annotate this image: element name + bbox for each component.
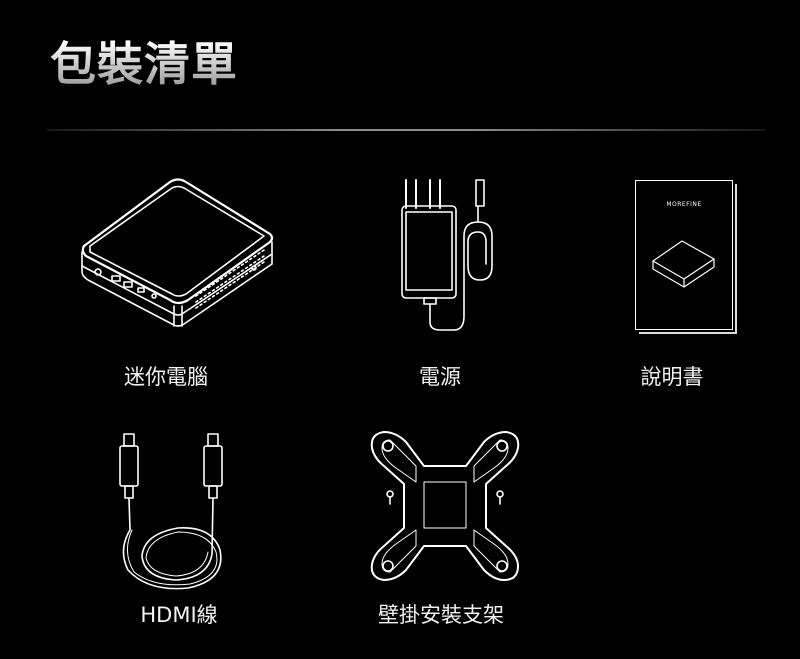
manual-brand: MOREFINE bbox=[666, 201, 702, 208]
page-title: 包裝清單 bbox=[50, 28, 238, 94]
mini-pc-icon bbox=[81, 178, 274, 327]
mini-pc-small-icon bbox=[652, 240, 715, 288]
item-label-mini-pc: 迷你電腦 bbox=[124, 365, 208, 389]
item-label-power: 電源 bbox=[419, 365, 461, 389]
hdmi-cable-icon bbox=[119, 433, 223, 590]
item-label-hdmi: HDMI線 bbox=[140, 603, 218, 627]
manual-icon: MOREFINE bbox=[635, 180, 733, 330]
vesa-mount-icon bbox=[370, 431, 520, 581]
item-label-vesa-mount: 壁掛安裝支架 bbox=[378, 603, 504, 627]
divider bbox=[47, 129, 765, 131]
item-label-manual: 說明書 bbox=[640, 365, 704, 389]
power-adapter-icon bbox=[401, 179, 493, 331]
